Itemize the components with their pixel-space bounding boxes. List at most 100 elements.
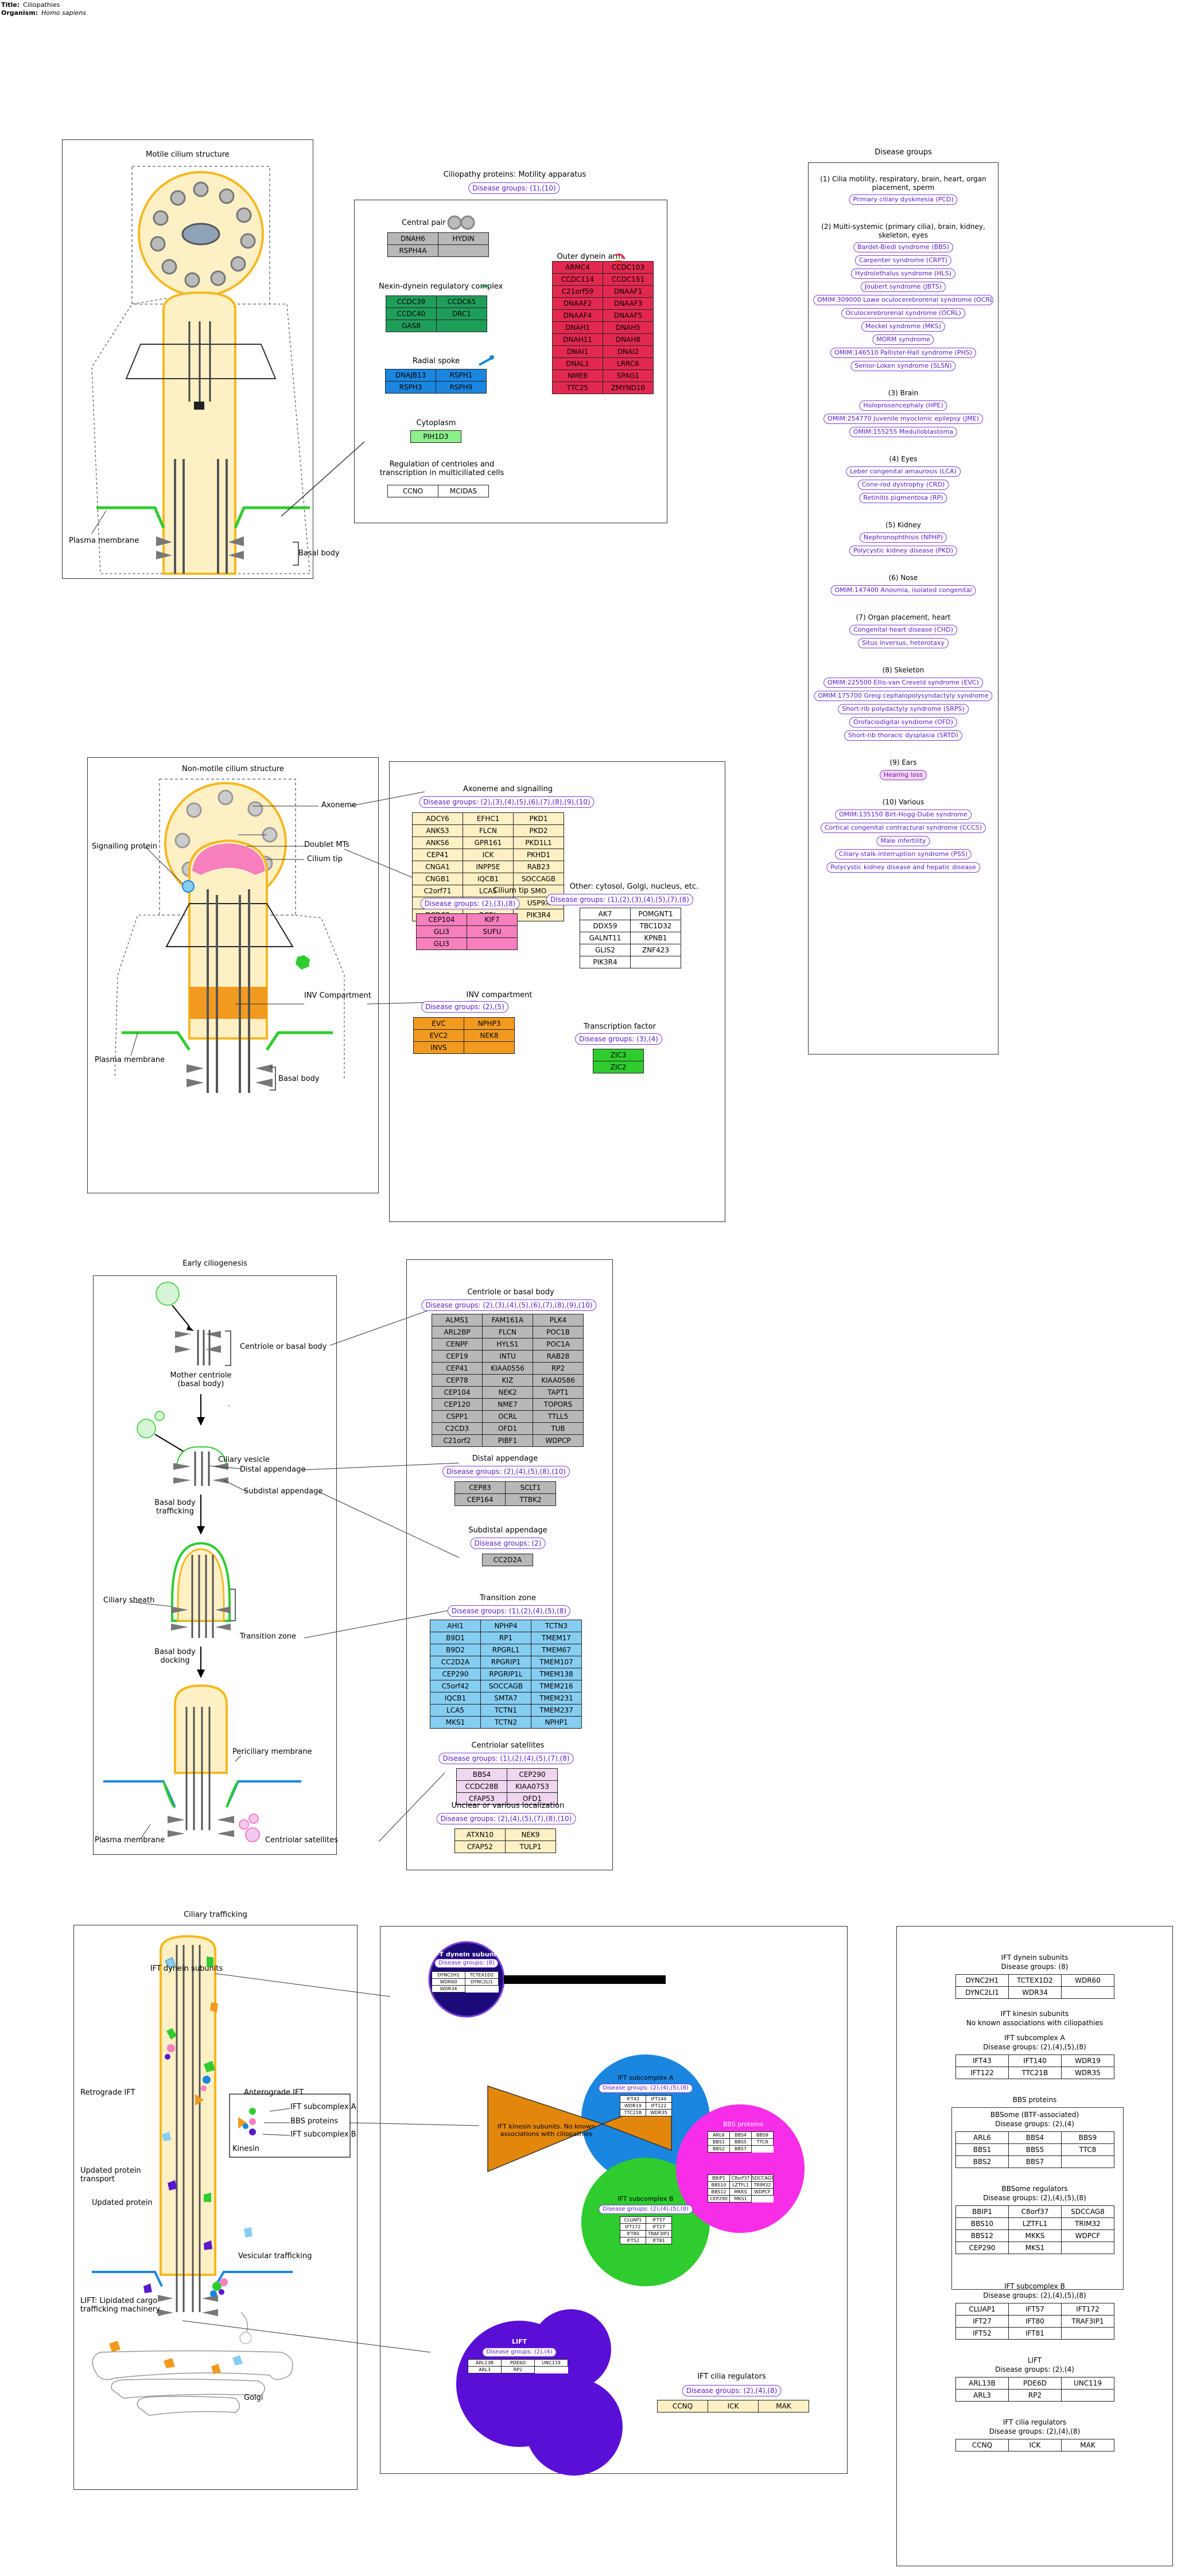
gene-cell: CCDC103 <box>603 262 654 274</box>
gene-cell: LCA5 <box>430 1705 481 1717</box>
gene-cell: CEP290 <box>956 2242 1009 2254</box>
disease-pill: Oculocerebrorenal syndrome (OCRL) <box>841 308 965 318</box>
gene-cell: UNC119 <box>535 2360 568 2367</box>
disease-pill: Retinitis pigmentosa (RP) <box>859 493 947 503</box>
gene-cell: POMGNT1 <box>631 908 681 920</box>
gene-cell <box>464 1042 515 1054</box>
cb-title: Centriole or basal body <box>467 1288 554 1297</box>
gene-cell: ZMYND10 <box>603 382 654 394</box>
inv-title: INV compartment <box>466 991 533 999</box>
disease-groups-title: Disease groups <box>875 148 932 157</box>
gene-cell: GAS8 <box>386 320 437 332</box>
inv-compartment-callout: INV Compartment <box>304 991 371 1000</box>
disease-pill: Polycystic kidney disease and hepatic di… <box>826 862 980 873</box>
basal-body-docking-label: Basal body docking <box>154 1648 196 1665</box>
gene-cell: RSPH4A <box>388 245 438 257</box>
gene-cell: CCDC114 <box>553 274 603 286</box>
gene-cell: DNAAF1 <box>603 286 654 298</box>
cs-disease-groups: Disease groups: (1),(2),(4),(5),(7),(8) <box>438 1753 574 1764</box>
gene-cell: KIAA0556 <box>483 1363 533 1375</box>
gene-cell: B9D2 <box>430 1644 481 1656</box>
gene-cell: RAB23 <box>514 861 564 873</box>
gene-cell: TMEM138 <box>531 1668 582 1680</box>
gene-cell: BBIP1 <box>708 2175 730 2182</box>
legend-b-title: IFT subcomplex B <box>1004 2282 1065 2290</box>
disease-pill: Short-rib polydactyly syndrome (SRPS) <box>838 704 969 714</box>
gene-cell: CC2D2A <box>430 1656 481 1668</box>
ift-b-complex-label: IFT subcomplex B <box>617 2195 674 2203</box>
lift-callout: LIFT: Lipidated cargo trafficking machin… <box>80 2297 160 2314</box>
gene-cell: BBS9 <box>1062 2132 1114 2144</box>
gene-cell: WDR60 <box>1062 1975 1114 1987</box>
cytoplasm-label: Cytoplasm <box>416 419 456 427</box>
disease-group-heading: (2) Multi-systemic (primary cilia), brai… <box>821 223 985 239</box>
motile-panel-title: Motile cilium structure <box>146 150 230 159</box>
disease-pill: Holoprosencephaly (HPE) <box>859 400 947 411</box>
legend-bbs-title: BBS proteins <box>1012 2096 1057 2104</box>
gene-cell: BBS1 <box>956 2144 1009 2156</box>
basal-body-trafficking-label: Basal body trafficking <box>154 1499 196 1516</box>
gene-cell <box>1062 2390 1114 2402</box>
gene-cell: CEP78 <box>432 1375 483 1387</box>
gene-cell: WDR34 <box>1009 1987 1062 1999</box>
regulators-title: IFT cilia regulators <box>697 2372 766 2381</box>
gene-cell: KIF7 <box>467 914 518 926</box>
gene-cell: DNAH8 <box>603 334 654 346</box>
distal-appendage-callout: Distal appendage <box>240 1465 306 1474</box>
gene-cell: FAM161A <box>483 1314 533 1326</box>
disease-pill: Cone-rod dystrophy (CRD) <box>857 480 949 490</box>
gene-cell: CEP164 <box>455 1494 506 1506</box>
gene-cell: EVC2 <box>414 1030 464 1042</box>
title-label: Title: <box>1 1 20 9</box>
sa-title: Subdistal appendage <box>468 1526 547 1535</box>
gene-cell: TTC8 <box>1062 2144 1114 2156</box>
gene-cell: BBS2 <box>956 2156 1009 2168</box>
gene-cell: IFT81 <box>646 2238 672 2244</box>
gene-cell: RSPH9 <box>436 382 487 394</box>
gene-cell: BBS12 <box>708 2189 730 2196</box>
gene-cell: IFT52 <box>956 2328 1009 2340</box>
gene-cell: SPAG1 <box>603 370 654 382</box>
gene-cell: CSPP1 <box>432 1411 483 1423</box>
gene-cell: PDE6D <box>1009 2377 1062 2390</box>
disease-group-heading: (4) Eyes <box>889 455 918 463</box>
gene-cell: SOCCAGB <box>514 873 564 885</box>
gene-cell: MAK <box>759 2400 809 2412</box>
disease-pill: Polycystic kidney disease (PKD) <box>849 546 958 556</box>
gene-cell: GPR161 <box>463 837 514 849</box>
disease-group-heading: (5) Kidney <box>885 521 921 529</box>
gene-cell: NPHP1 <box>531 1717 582 1729</box>
gene-cell: MKS1 <box>430 1717 481 1729</box>
disease-pill: Short-rib thoracic dysplasia (SRTD) <box>844 730 963 741</box>
gene-cell: MKKS <box>730 2189 752 2196</box>
gene-cell: DYNC2H1 <box>956 1975 1009 1987</box>
disease-pill: Hearing loss <box>879 770 927 780</box>
gene-cell: KIZ <box>483 1375 533 1387</box>
trafficking-panel <box>73 1925 358 2490</box>
gene-cell: CNGB1 <box>413 873 463 885</box>
gene-cell: ARL13B <box>956 2377 1009 2390</box>
inv-disease-groups: Disease groups: (2),(5) <box>421 1001 508 1013</box>
gene-cell: C2orf71 <box>413 885 463 897</box>
lift-complex-groups: Disease groups: (2),(4) <box>482 2348 557 2357</box>
disease-pill: Carpenter syndrome (CRPT) <box>854 255 952 266</box>
gene-cell: LCA5 <box>463 885 514 897</box>
gene-cell: RSPH3 <box>386 382 436 394</box>
disease-pill: OMIM:225500 Ellis-van Creveld syndrome (… <box>823 678 983 688</box>
gene-cell <box>467 938 518 950</box>
gene-cell: TUB <box>533 1423 584 1435</box>
gene-cell: BBS10 <box>956 2218 1009 2230</box>
tz-disease-groups: Disease groups: (1),(2),(4),(5),(8) <box>447 1605 571 1617</box>
gene-cell <box>1062 2156 1114 2168</box>
gene-cell: WDPCP <box>533 1435 584 1447</box>
tz-title: Transition zone <box>479 1594 536 1602</box>
cilium-tip-disease-groups: Disease groups: (2),(3),(8) <box>420 898 520 909</box>
